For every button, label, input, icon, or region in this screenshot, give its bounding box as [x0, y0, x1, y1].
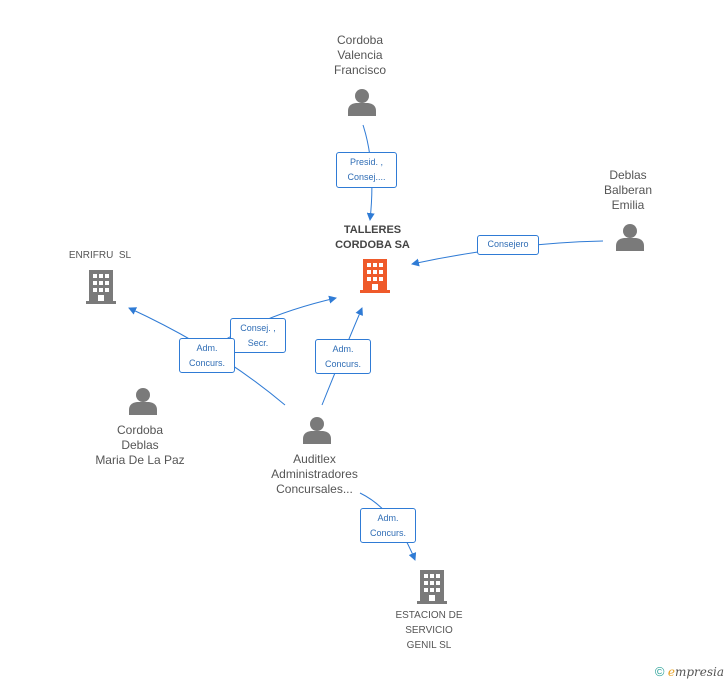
label-line: Maria De La Paz: [95, 453, 185, 467]
label-line: Cordoba: [336, 33, 384, 47]
edge-label-line: Presid. ,: [349, 157, 383, 167]
edge-label-presid[interactable]: Presid. , Consej....: [336, 152, 397, 188]
edge-label-line: Adm.: [377, 513, 399, 523]
node-label-deblas-balberan[interactable]: Deblas Balberan Emilia: [578, 168, 678, 213]
edge-label-adm-enrifru[interactable]: Adm. Concurs.: [179, 338, 235, 373]
node-label-cordoba-valencia[interactable]: Cordoba Valencia Francisco: [310, 33, 410, 78]
node-label-enrifru[interactable]: ENRIFRU SL: [50, 248, 150, 263]
building-icon[interactable]: [360, 259, 390, 293]
label-line: Deblas: [121, 438, 159, 452]
node-label-auditlex[interactable]: Auditlex Administradores Concursales...: [252, 452, 377, 497]
edge-label-line: Consejero: [487, 239, 529, 249]
node-label-cordoba-deblas[interactable]: Cordoba Deblas Maria De La Paz: [80, 423, 200, 468]
label-line: Emilia: [611, 198, 645, 212]
label-line: Francisco: [333, 63, 386, 77]
edge-label-line: Adm.: [332, 344, 354, 354]
label-line: Valencia: [337, 48, 383, 62]
label-line: GENIL SL: [406, 640, 452, 651]
person-icon[interactable]: [348, 89, 376, 116]
node-label-talleres-cordoba[interactable]: TALLERES CORDOBA SA: [315, 223, 430, 253]
building-icon[interactable]: [417, 570, 447, 604]
label-line: TALLERES: [343, 224, 402, 236]
edge-label-line: Concurs.: [369, 528, 406, 538]
label-line: CORDOBA SA: [335, 239, 410, 251]
building-icon[interactable]: [86, 270, 116, 304]
empresia-logo: © empresia: [655, 664, 724, 679]
brand-name: mpresia: [674, 665, 724, 679]
label-line: Balberan: [603, 183, 653, 197]
label-line: Concursales...: [276, 482, 353, 496]
edge-label-line: Adm.: [196, 343, 218, 353]
edge-label-consej-secr[interactable]: Consej. , Secr.: [230, 318, 286, 353]
label-line: ESTACION DE: [395, 610, 463, 621]
edge-label-consejero[interactable]: Consejero: [477, 235, 539, 255]
label-line: Cordoba: [116, 423, 164, 437]
edge-label-adm-main[interactable]: Adm. Concurs.: [315, 339, 371, 374]
person-icon[interactable]: [303, 417, 331, 444]
edge-label-line: Consej. ,: [240, 323, 276, 333]
edge-label-line: Concurs.: [188, 358, 225, 368]
edge-label-adm-estacion[interactable]: Adm. Concurs.: [360, 508, 416, 543]
brand-e: e: [667, 665, 675, 679]
label-line: ENRIFRU SL: [68, 250, 132, 261]
edge-label-line: Concurs.: [324, 359, 361, 369]
copyright-icon: ©: [654, 664, 665, 679]
label-line: Auditlex: [293, 452, 336, 466]
person-icon[interactable]: [129, 388, 157, 415]
node-label-estacion[interactable]: ESTACION DE SERVICIO GENIL SL: [379, 608, 479, 653]
edge-label-line: Secr.: [247, 338, 269, 348]
label-line: Administradores: [271, 467, 358, 481]
person-icon[interactable]: [616, 224, 644, 251]
label-line: SERVICIO: [405, 625, 453, 636]
edge-label-line: Consej....: [347, 172, 386, 182]
label-line: Deblas: [609, 168, 647, 182]
